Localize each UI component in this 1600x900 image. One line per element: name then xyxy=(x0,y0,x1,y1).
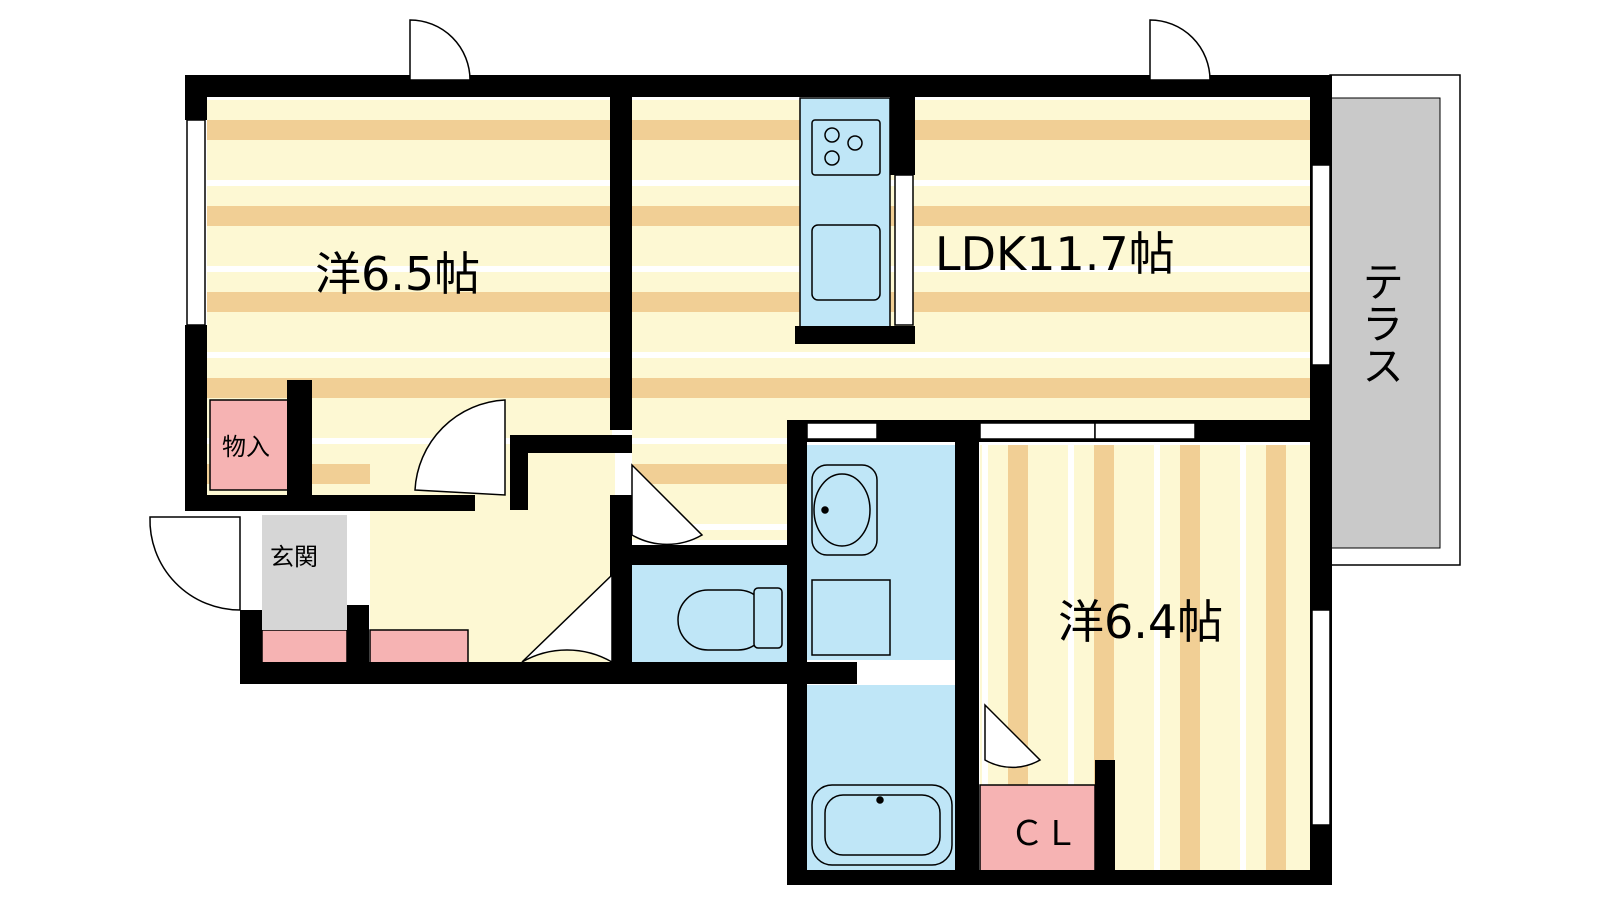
closet-label: ＣＬ xyxy=(1010,814,1078,854)
terrace-floor xyxy=(1329,97,1441,549)
shoe-cabinet-left xyxy=(261,629,348,666)
ldk-floor xyxy=(632,98,1312,428)
terrace-label: テラス xyxy=(1356,260,1405,386)
toilet-icon xyxy=(677,587,783,651)
bathtub-icon xyxy=(811,784,953,866)
western-room-b-label: 洋6.4帖 xyxy=(1058,595,1223,649)
western-room-a-label: 洋6.5帖 xyxy=(315,247,480,301)
sink-icon xyxy=(811,224,881,301)
bathroom-floor xyxy=(807,685,959,873)
door-swing-icon xyxy=(149,19,1211,769)
washing-machine-icon xyxy=(811,579,891,656)
entrance-floor xyxy=(262,515,347,630)
shoe-cabinet-right xyxy=(369,629,469,666)
entrance-label: 玄関 xyxy=(270,543,318,571)
ldk-label: LDK11.7帖 xyxy=(935,227,1175,281)
washbasin-icon xyxy=(811,464,878,556)
windows xyxy=(186,119,1331,826)
storage-label: 物入 xyxy=(222,433,270,461)
stove-icon xyxy=(811,119,881,176)
closet-box xyxy=(979,784,1096,874)
storage-box xyxy=(209,399,296,491)
